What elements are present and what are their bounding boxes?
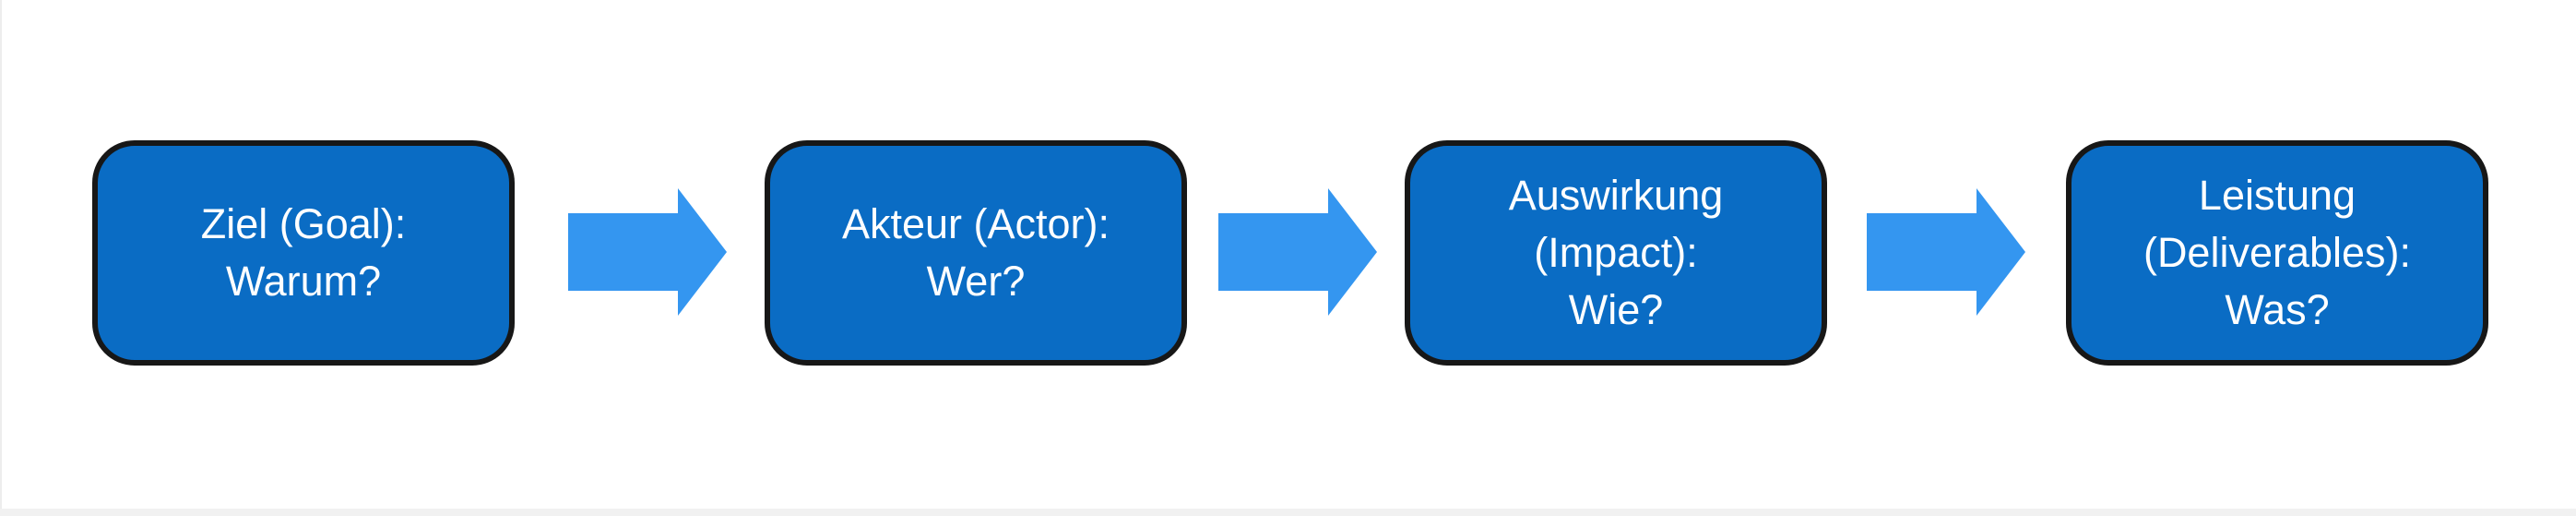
node-deliverables-line-3: Was? [2225,286,2330,333]
node-goal-line-2: Warum? [225,258,382,305]
right-arrow-icon [1867,188,2025,316]
node-impact: Auswirkung (Impact): Wie? [1405,140,1827,366]
node-impact-line-2: (Impact): [1534,229,1698,276]
node-deliverables-line-2: (Deliverables): [2143,229,2412,276]
right-arrow-icon [1218,188,1377,316]
node-impact-line-3: Wie? [1568,286,1664,333]
node-actor-line-2: Wer? [926,258,1026,305]
node-goal-line-1: Ziel (Goal): [200,200,407,247]
right-arrow-shape [568,188,727,316]
right-arrow-icon [568,188,727,316]
node-impact-line-1: Auswirkung [1508,172,1724,219]
node-deliverables: Leistung (Deliverables): Was? [2066,140,2488,366]
node-goal: Ziel (Goal): Warum? [92,140,515,366]
node-actor-line-1: Akteur (Actor): [841,200,1110,247]
node-deliverables-line-1: Leistung [2198,172,2356,219]
right-arrow-shape [1867,188,2025,316]
right-arrow-shape [1218,188,1377,316]
canvas-bottom-edge [0,509,2576,516]
node-actor: Akteur (Actor): Wer? [765,140,1187,366]
canvas-left-edge [0,0,2,516]
